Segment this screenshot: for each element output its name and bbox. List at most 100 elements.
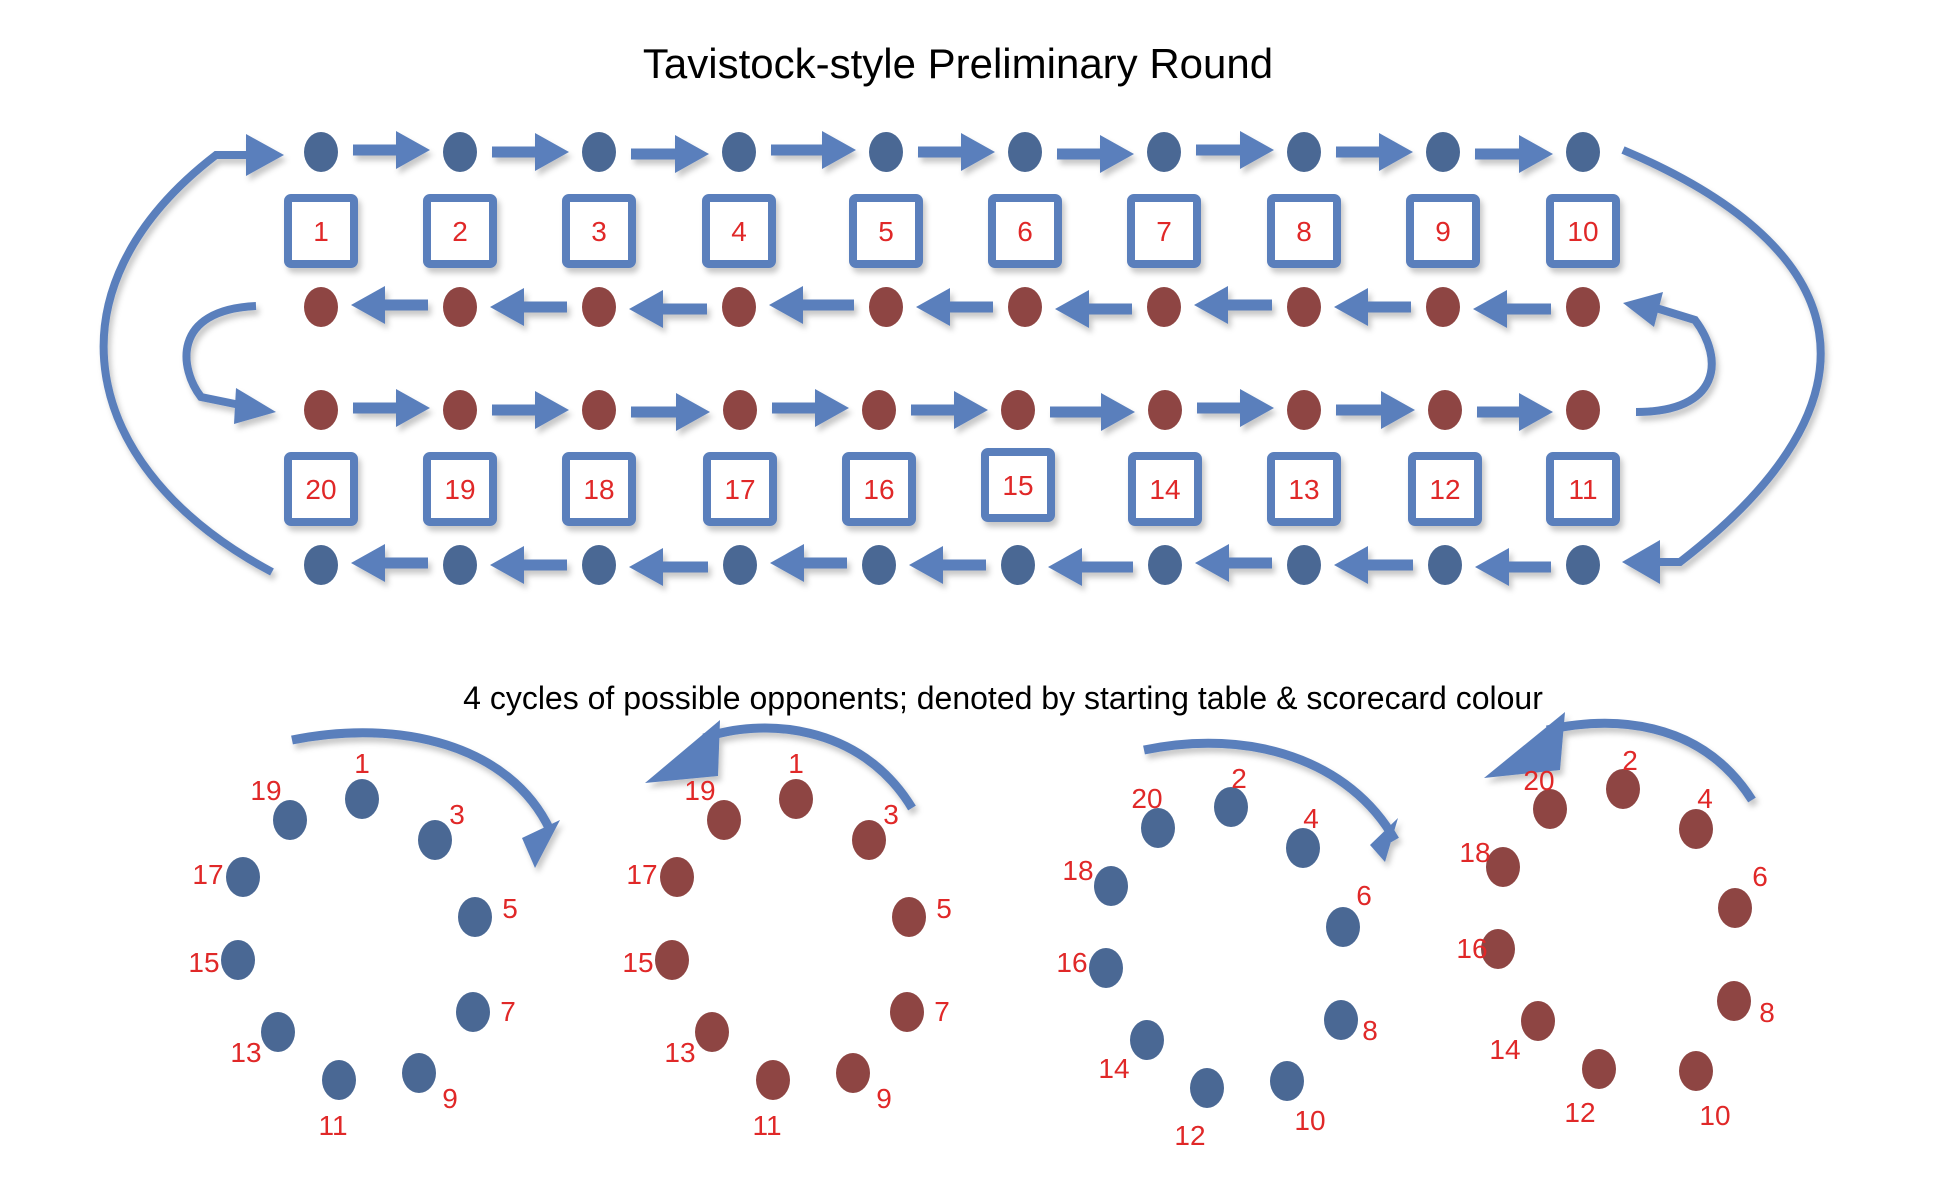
red-player-dot (1718, 888, 1752, 928)
red-player-dot (836, 1053, 870, 1093)
table-label: 8 (1362, 1015, 1378, 1046)
red-player-dot (1533, 789, 1567, 829)
arrow-left-icon (1334, 288, 1411, 326)
blue-player-dot (345, 779, 379, 819)
table-number: 13 (1288, 474, 1319, 505)
blue-player-dot (869, 132, 903, 172)
arrow-right-icon (1336, 391, 1415, 429)
table-label: 10 (1699, 1100, 1730, 1131)
table-number: 5 (878, 216, 894, 247)
arrow-right-icon (492, 391, 569, 429)
table-number: 8 (1296, 216, 1312, 247)
table-number: 16 (863, 474, 894, 505)
red-player-dot (443, 287, 477, 327)
table-label: 3 (449, 799, 465, 830)
table-label: 3 (883, 799, 899, 830)
red-player-dot (1486, 847, 1520, 887)
blue-player-dot (1566, 132, 1600, 172)
arrow-left-icon (1473, 290, 1551, 328)
table-label: 11 (318, 1110, 347, 1141)
table-number: 19 (444, 474, 475, 505)
blue-player-dot (1190, 1068, 1224, 1108)
arrow-left-icon (1475, 548, 1551, 586)
red-player-dot (1606, 769, 1640, 809)
counterclockwise-arrow-icon (645, 720, 916, 811)
arrow-right-icon (353, 131, 430, 169)
blue-player-dot (1326, 907, 1360, 947)
arrow-left-icon (909, 546, 986, 584)
table-label: 20 (1131, 783, 1162, 814)
red-player-dot (852, 820, 886, 860)
blue-player-dot (723, 545, 757, 585)
red-player-dot (695, 1012, 729, 1052)
arrow-left-icon (490, 546, 567, 584)
table-box: 1 (284, 194, 358, 268)
table-label: 19 (250, 775, 281, 806)
blue-player-dot (582, 132, 616, 172)
table-label: 12 (1564, 1097, 1595, 1128)
arrow-left-icon (769, 286, 854, 324)
red-player-dot (1008, 287, 1042, 327)
table-label: 15 (188, 947, 219, 978)
table-label: 20 (1523, 765, 1554, 796)
table-label: 12 (1174, 1120, 1205, 1151)
table-box: 9 (1406, 194, 1480, 268)
arrow-right-icon (911, 391, 988, 429)
blue-player-dot (304, 545, 338, 585)
blue-player-dot (582, 545, 616, 585)
table-number: 15 (1002, 470, 1033, 501)
arrow-left-icon (1195, 544, 1272, 582)
arrow-left-icon (1334, 546, 1413, 584)
table-label: 16 (1456, 933, 1487, 964)
table-box: 12 (1408, 452, 1482, 526)
table-box: 16 (842, 452, 916, 526)
table-label: 10 (1294, 1105, 1325, 1136)
blue-player-dot (1147, 132, 1181, 172)
table-box: 2 (423, 194, 497, 268)
table-label: 9 (876, 1083, 892, 1114)
table-box: 14 (1128, 452, 1202, 526)
table-label: 4 (1697, 783, 1713, 814)
blue-row-top (304, 131, 1600, 173)
red-player-dot (756, 1060, 790, 1100)
red-row-bottom (304, 389, 1600, 431)
red-player-dot (443, 390, 477, 430)
red-player-dot (582, 390, 616, 430)
blue-player-dot (273, 800, 307, 840)
blue-row-bottom (304, 544, 1600, 586)
table-box: 6 (988, 194, 1062, 268)
arrow-right-icon (631, 393, 710, 431)
table-number: 1 (313, 216, 329, 247)
arrow-right-icon (1475, 135, 1553, 173)
table-number: 18 (583, 474, 614, 505)
table-label: 7 (500, 996, 516, 1027)
blue-player-dot (304, 132, 338, 172)
loop-arrow-left-outer (99, 134, 284, 576)
table-number: 20 (305, 474, 336, 505)
loop-arrow-left-inner (182, 302, 276, 424)
table-box: 15 (981, 448, 1055, 522)
red-player-dot (1679, 1051, 1713, 1091)
table-label: 8 (1759, 997, 1775, 1028)
red-player-dot (890, 992, 924, 1032)
arrow-right-icon (1336, 133, 1413, 171)
table-number: 17 (724, 474, 755, 505)
table-box: 4 (702, 194, 776, 268)
arrow-left-icon (629, 290, 707, 328)
table-label: 6 (1356, 880, 1372, 911)
table-number: 6 (1017, 216, 1033, 247)
cycles-subtitle: 4 cycles of possible opponents; denoted … (463, 680, 1543, 716)
table-label: 7 (934, 996, 950, 1027)
table-number: 2 (452, 216, 468, 247)
blue-player-dot (1130, 1020, 1164, 1060)
arrow-right-icon (918, 133, 995, 171)
table-label: 15 (622, 947, 653, 978)
blue-player-dot (862, 545, 896, 585)
table-label: 14 (1489, 1034, 1520, 1065)
blue-player-dot (443, 545, 477, 585)
arrow-left-icon (1055, 290, 1132, 328)
blue-player-dot (221, 940, 255, 980)
